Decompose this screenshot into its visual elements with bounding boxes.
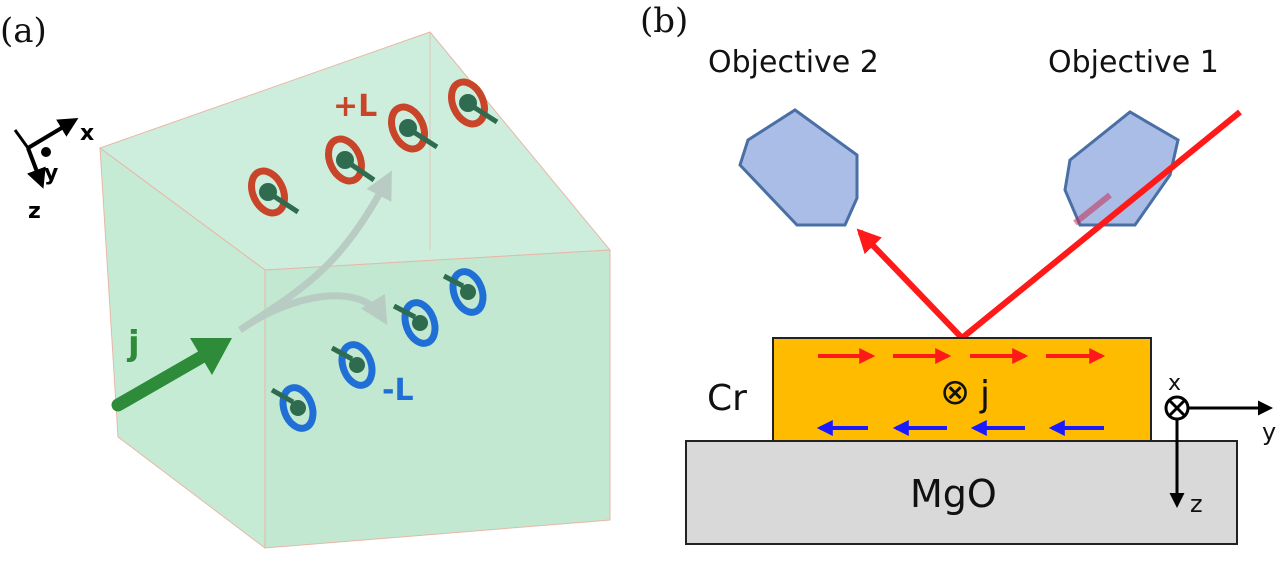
mgo-label: MgO [910, 472, 997, 516]
current-arrow-head [190, 338, 232, 375]
panel-a-label: (a) [0, 11, 47, 51]
orbit-minus [442, 268, 487, 316]
material-box [98, 31, 612, 550]
mgo-substrate [685, 440, 1238, 545]
deflection-curve-down [237, 292, 388, 333]
x-axis-label: x [80, 121, 94, 146]
plus-l-orbits: +L [248, 78, 499, 217]
current-into-page-symbol: ⊗ [940, 372, 970, 413]
z-axis-label-b: z [1190, 490, 1203, 518]
minus-l-orbits: -L [270, 268, 487, 432]
y-axis-label: y [44, 161, 58, 186]
objective-2-lens [738, 108, 859, 227]
reflected-beam [856, 228, 965, 341]
box-front-face [264, 249, 611, 549]
orbit-minus [392, 299, 439, 347]
axes-triad-b: x y z [1164, 371, 1276, 518]
objective-2-label: Objective 2 [708, 45, 879, 80]
y-axis-dot [41, 147, 51, 157]
orbit-minus [270, 384, 317, 432]
current-label-b: j [979, 374, 990, 415]
z-axis-label: z [28, 199, 41, 224]
objective-1-lens [1063, 110, 1180, 227]
incident-beam [960, 109, 1242, 341]
orbit-plus [448, 78, 499, 128]
panel-a: (a) x y z j [0, 11, 612, 550]
orbit-minus [330, 341, 376, 389]
cr-label: Cr [707, 378, 747, 419]
minus-l-label: -L [382, 373, 414, 408]
current-arrow-a: j [111, 324, 232, 412]
axes-triad-a: x y z [13, 117, 94, 224]
panel-b-label: (b) [640, 1, 688, 41]
current-label-a: j [126, 324, 140, 364]
y-axis-label-b: y [1262, 418, 1276, 446]
orbit-plus [388, 103, 439, 153]
z-axis-arrow [26, 147, 46, 189]
orbit-plus [325, 135, 376, 185]
plus-l-label: +L [333, 89, 377, 124]
x-axis-label-b: x [1168, 371, 1181, 396]
beam-through-lens [1073, 192, 1112, 226]
orbit-plus [248, 167, 300, 217]
x-axis-arrow [26, 117, 79, 150]
panel-b: (b) Objective 2 Objective 1 Cr MgO [640, 1, 1276, 545]
axis-stub [13, 129, 30, 149]
objective-1-label: Objective 1 [1048, 45, 1219, 80]
